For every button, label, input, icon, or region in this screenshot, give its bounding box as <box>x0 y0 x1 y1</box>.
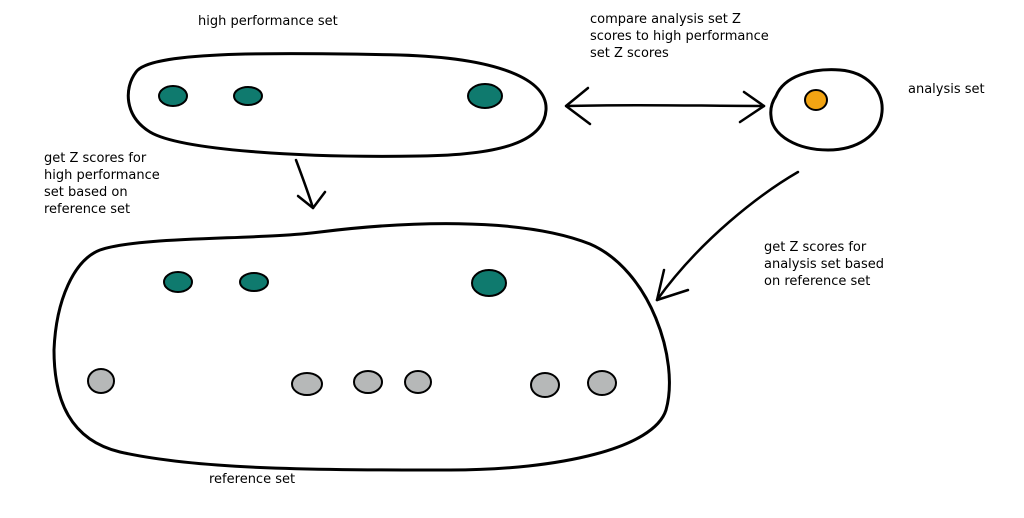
analysis-to-reference-annotation-line: analysis set based <box>764 257 885 272</box>
analysis-set-label: analysis set <box>908 82 985 97</box>
high-to-reference-annotation-line: set based on <box>44 185 128 200</box>
compare-arrow-head-right <box>738 90 766 124</box>
high-performance-point <box>233 86 263 106</box>
reference-set-outline <box>52 222 671 472</box>
reference-other-points <box>87 368 617 398</box>
high-to-reference-annotation-line: high performance <box>44 168 160 183</box>
reference-point <box>587 370 617 396</box>
high-performance-set-label: high performance set <box>198 14 338 29</box>
high-performance-point <box>158 85 188 107</box>
analysis-point <box>804 89 828 111</box>
reference-point <box>291 372 323 396</box>
reference-high-performance-points <box>163 269 507 297</box>
reference-point <box>404 370 432 394</box>
reference-high-performance-point <box>163 271 193 293</box>
analysis-to-reference-arrow-head <box>655 268 690 302</box>
compare-arrow-shaft <box>564 103 766 108</box>
high-performance-set-outline <box>126 52 548 158</box>
high-performance-points <box>158 83 503 109</box>
analysis-to-reference-arrow <box>655 170 800 302</box>
high-to-reference-annotation-line: get Z scores for <box>44 151 147 166</box>
reference-point <box>353 370 383 394</box>
analysis-to-reference-annotation-line: get Z scores for <box>764 240 867 255</box>
analysis-to-reference-annotation: get Z scores for analysis set based on r… <box>764 239 884 290</box>
reference-point <box>530 372 560 398</box>
high-to-reference-annotation-line: reference set <box>44 202 131 217</box>
compare-annotation-line: compare analysis set Z <box>590 12 741 27</box>
reference-set-label: reference set <box>209 472 296 487</box>
high-performance-point <box>467 83 503 109</box>
high-to-reference-arrow-head <box>296 190 327 210</box>
high-to-reference-annotation: get Z scores for high performance set ba… <box>44 150 160 218</box>
analysis-to-reference-arrow-shaft <box>655 170 800 302</box>
compare-annotation-line: set Z scores <box>590 46 669 61</box>
compare-arrow <box>564 86 766 126</box>
compare-annotation-line: scores to high performance <box>590 29 769 44</box>
compare-arrow-head-left <box>564 86 592 126</box>
high-to-reference-arrow-shaft <box>294 158 315 210</box>
high-to-reference-arrow <box>294 158 327 210</box>
reference-point <box>87 368 115 394</box>
analysis-set-outline <box>769 68 884 152</box>
compare-annotation: compare analysis set Z scores to high pe… <box>590 11 769 62</box>
reference-high-performance-point <box>471 269 507 297</box>
reference-high-performance-point <box>239 272 269 292</box>
analysis-to-reference-annotation-line: on reference set <box>764 274 871 289</box>
